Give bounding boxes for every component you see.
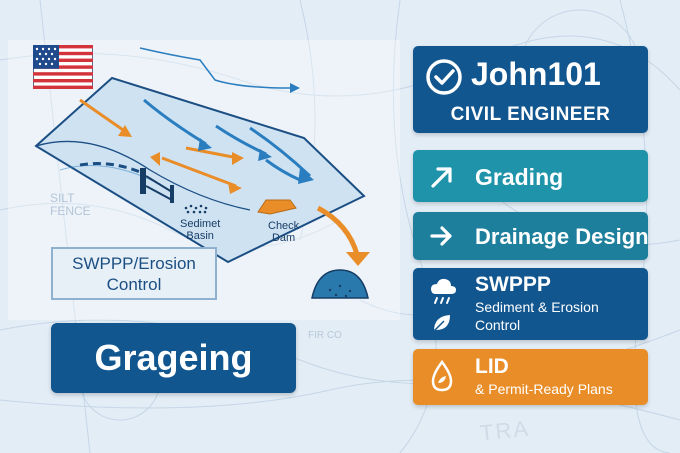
service-card-swppp: SWPPP Sediment & Erosion Control bbox=[413, 268, 648, 340]
sediment-basin-label-line: Sedimet bbox=[180, 218, 221, 230]
rain-cloud-icon bbox=[431, 278, 456, 304]
sediment-mound-icon bbox=[311, 269, 369, 299]
swppp-box-line: Control bbox=[106, 275, 162, 294]
service-label: Drainage Design bbox=[475, 224, 648, 249]
arrow-up-right-icon bbox=[431, 167, 452, 188]
water-drop-icon bbox=[431, 359, 453, 392]
sediment-basin-label: Sedimet Basin bbox=[180, 218, 220, 242]
service-label: Grading bbox=[475, 164, 564, 190]
service-subtitle: & Permit-Ready Plans bbox=[475, 381, 613, 397]
profile-name: John101 bbox=[471, 56, 601, 92]
profile-role: CIVIL ENGINEER bbox=[450, 104, 611, 125]
check-circle-icon bbox=[426, 59, 462, 95]
service-subtitle: Sediment & Erosion bbox=[475, 299, 599, 315]
check-dam-label-line: Dam bbox=[271, 232, 296, 244]
silt-fence-label-line: SILT bbox=[50, 191, 75, 205]
bg-street-label: TRA bbox=[478, 415, 532, 446]
silt-fence-label: SILT FENCE bbox=[50, 192, 91, 218]
service-card-drainage: Drainage Design bbox=[413, 212, 648, 260]
silt-fence-icon bbox=[140, 168, 174, 203]
service-title: SWPPP bbox=[475, 273, 551, 296]
profile-card: John101 CIVIL ENGINEER bbox=[413, 46, 648, 133]
check-dam-icon bbox=[257, 199, 297, 215]
service-title: LID bbox=[475, 355, 509, 378]
service-subtitle: Control bbox=[475, 317, 521, 333]
service-card-grading: Grading bbox=[413, 150, 648, 202]
sediment-basin-icon bbox=[184, 204, 208, 214]
arrow-right-icon bbox=[430, 226, 452, 246]
service-card-lid: LID & Permit-Ready Plans bbox=[413, 349, 648, 405]
check-dam-label-line: Check bbox=[268, 220, 300, 232]
swppp-erosion-control-box: SWPPP/Erosion Control bbox=[51, 247, 217, 300]
title-banner-text: Grageing bbox=[94, 337, 253, 378]
silt-fence-label-line: FENCE bbox=[50, 204, 91, 218]
check-dam-label: Check Dam bbox=[268, 220, 299, 244]
us-flag-icon bbox=[33, 45, 93, 89]
leaf-icon bbox=[433, 315, 450, 332]
site-plan-diagram bbox=[34, 47, 370, 299]
title-banner: Grageing bbox=[51, 323, 296, 393]
bg-street-label: FIR CO bbox=[308, 330, 342, 341]
swppp-box-line: SWPPP/Erosion bbox=[72, 254, 196, 273]
sediment-basin-label-line: Basin bbox=[186, 230, 214, 242]
